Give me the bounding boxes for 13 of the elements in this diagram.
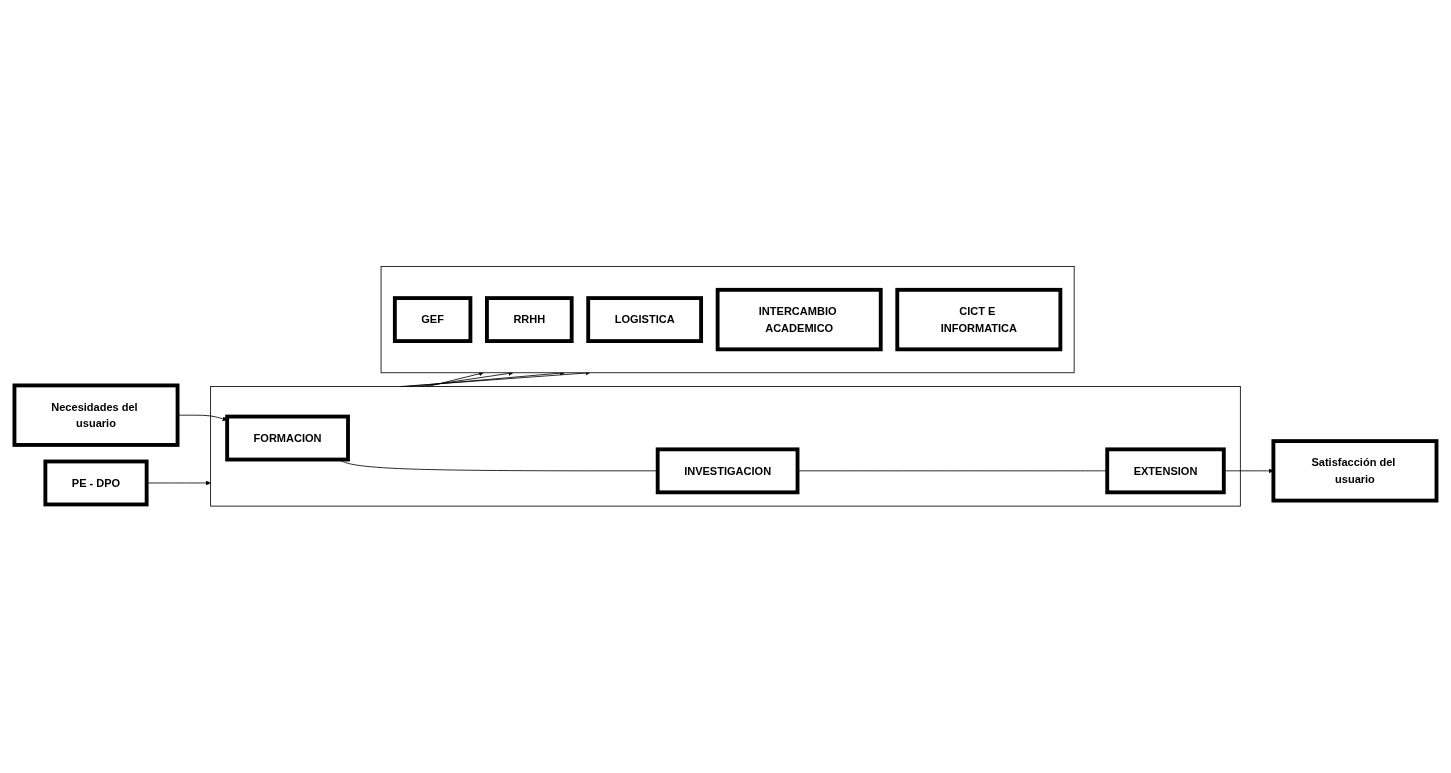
node-box: Satisfacción del usuario <box>1271 439 1439 503</box>
node-box: CICT E INFORMATICA <box>895 288 1063 352</box>
node-box: GEF <box>392 296 473 344</box>
node-box: LOGISTICA <box>586 296 704 344</box>
cluster <box>210 386 1241 507</box>
node-box: Necesidades del usuario <box>12 383 180 448</box>
node-box: EXTENSION <box>1105 447 1226 495</box>
cluster <box>380 266 1075 374</box>
node-box: FORMACION <box>225 414 350 462</box>
node-box: PE - DPO <box>43 459 149 507</box>
node-box: INVESTIGACION <box>655 447 800 495</box>
node-box: RRHH <box>485 296 574 344</box>
node-box: INTERCAMBIO ACADEMICO <box>715 288 883 352</box>
